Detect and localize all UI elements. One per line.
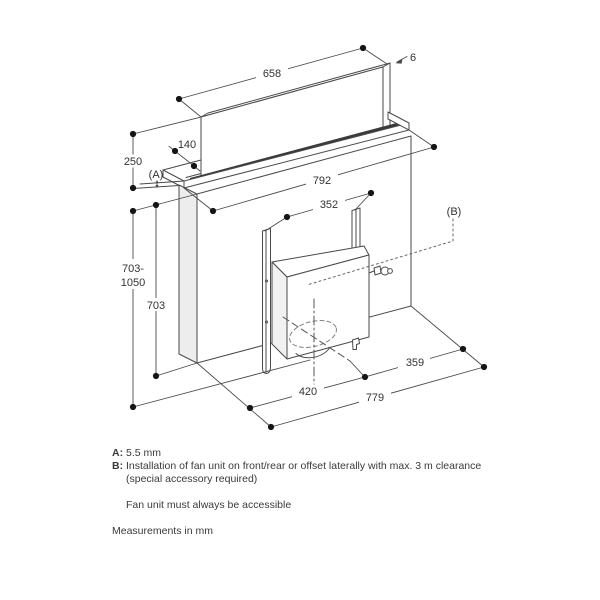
- note-a-text: 5.5 mm: [126, 447, 162, 459]
- dim-779: 779: [366, 392, 384, 404]
- dim-250: 250: [124, 156, 142, 168]
- dim-b: (B): [447, 206, 462, 218]
- dim-range-1: 703-: [122, 263, 144, 275]
- dimension-dot: [152, 201, 160, 209]
- note-units: Measurements in mm: [112, 525, 213, 537]
- note-b-text: Installation of fan unit on front/rear o…: [126, 460, 532, 486]
- dim-359: 359: [406, 357, 424, 369]
- dim-140: 140: [178, 139, 196, 151]
- note-b-line1: Installation of fan unit on front/rear o…: [126, 460, 482, 472]
- mounting-rail-left: [262, 228, 271, 374]
- dimension-dot: [175, 95, 183, 103]
- dimension-dot: [430, 143, 438, 151]
- fan-unit-foot: [352, 337, 360, 350]
- dimension-lines: [132, 47, 485, 428]
- dim-a: (A): [149, 169, 164, 181]
- dim-420: 420: [299, 386, 317, 398]
- dim-6: 6: [410, 52, 416, 64]
- note-a-label: A:: [112, 447, 124, 459]
- note-a: A: 5.5 mm: [112, 447, 532, 460]
- fan-unit-box: [271, 245, 393, 392]
- dimension-dot: [129, 130, 137, 138]
- dimension-dot: [129, 184, 137, 192]
- dimension-dot: [359, 44, 367, 52]
- dim-range-2: 1050: [121, 277, 145, 289]
- b-leader-dotted: [306, 218, 454, 286]
- note-b-line2: (special accessory required): [126, 473, 258, 485]
- dimension-dot: [361, 373, 369, 381]
- dimension-dot: [190, 162, 198, 170]
- duct-notch: [295, 347, 331, 359]
- non-return-valve: [368, 265, 393, 276]
- dimension-dot: [129, 403, 137, 411]
- dimension-dot: [129, 207, 137, 215]
- dim-352: 352: [320, 199, 338, 211]
- note-fan-access: Fan unit must always be accessible: [126, 499, 292, 511]
- dimension-dot: [459, 345, 467, 353]
- dimension-labels: 658 6 140 250 (A) 792 352 (B) 703- 1050 …: [121, 52, 462, 404]
- dimension-dot: [246, 404, 254, 412]
- dim-792: 792: [313, 175, 331, 187]
- collar-back-rim: [162, 159, 202, 171]
- dimension-dot: [152, 372, 160, 380]
- dimension-dot: [267, 423, 275, 431]
- dimension-dot: [171, 147, 179, 155]
- label-gaps: [114, 66, 430, 404]
- dimension-dot: [367, 189, 375, 197]
- dimension-endpoints: [129, 44, 488, 431]
- dimension-dot: [283, 213, 291, 221]
- note-b-label: B:: [112, 460, 124, 472]
- notes-block: A: 5.5 mm B: Installation of fan unit on…: [112, 447, 532, 538]
- appliance-drawing: [162, 62, 454, 392]
- dim-703: 703: [147, 300, 165, 312]
- dimension-dot: [209, 207, 217, 215]
- duct-outline-dashed: [289, 320, 337, 348]
- dim-658: 658: [263, 68, 281, 80]
- dimension-dot: [480, 363, 488, 371]
- note-b: B: Installation of fan unit on front/rea…: [112, 460, 532, 486]
- center-line-diagonal: [282, 316, 351, 362]
